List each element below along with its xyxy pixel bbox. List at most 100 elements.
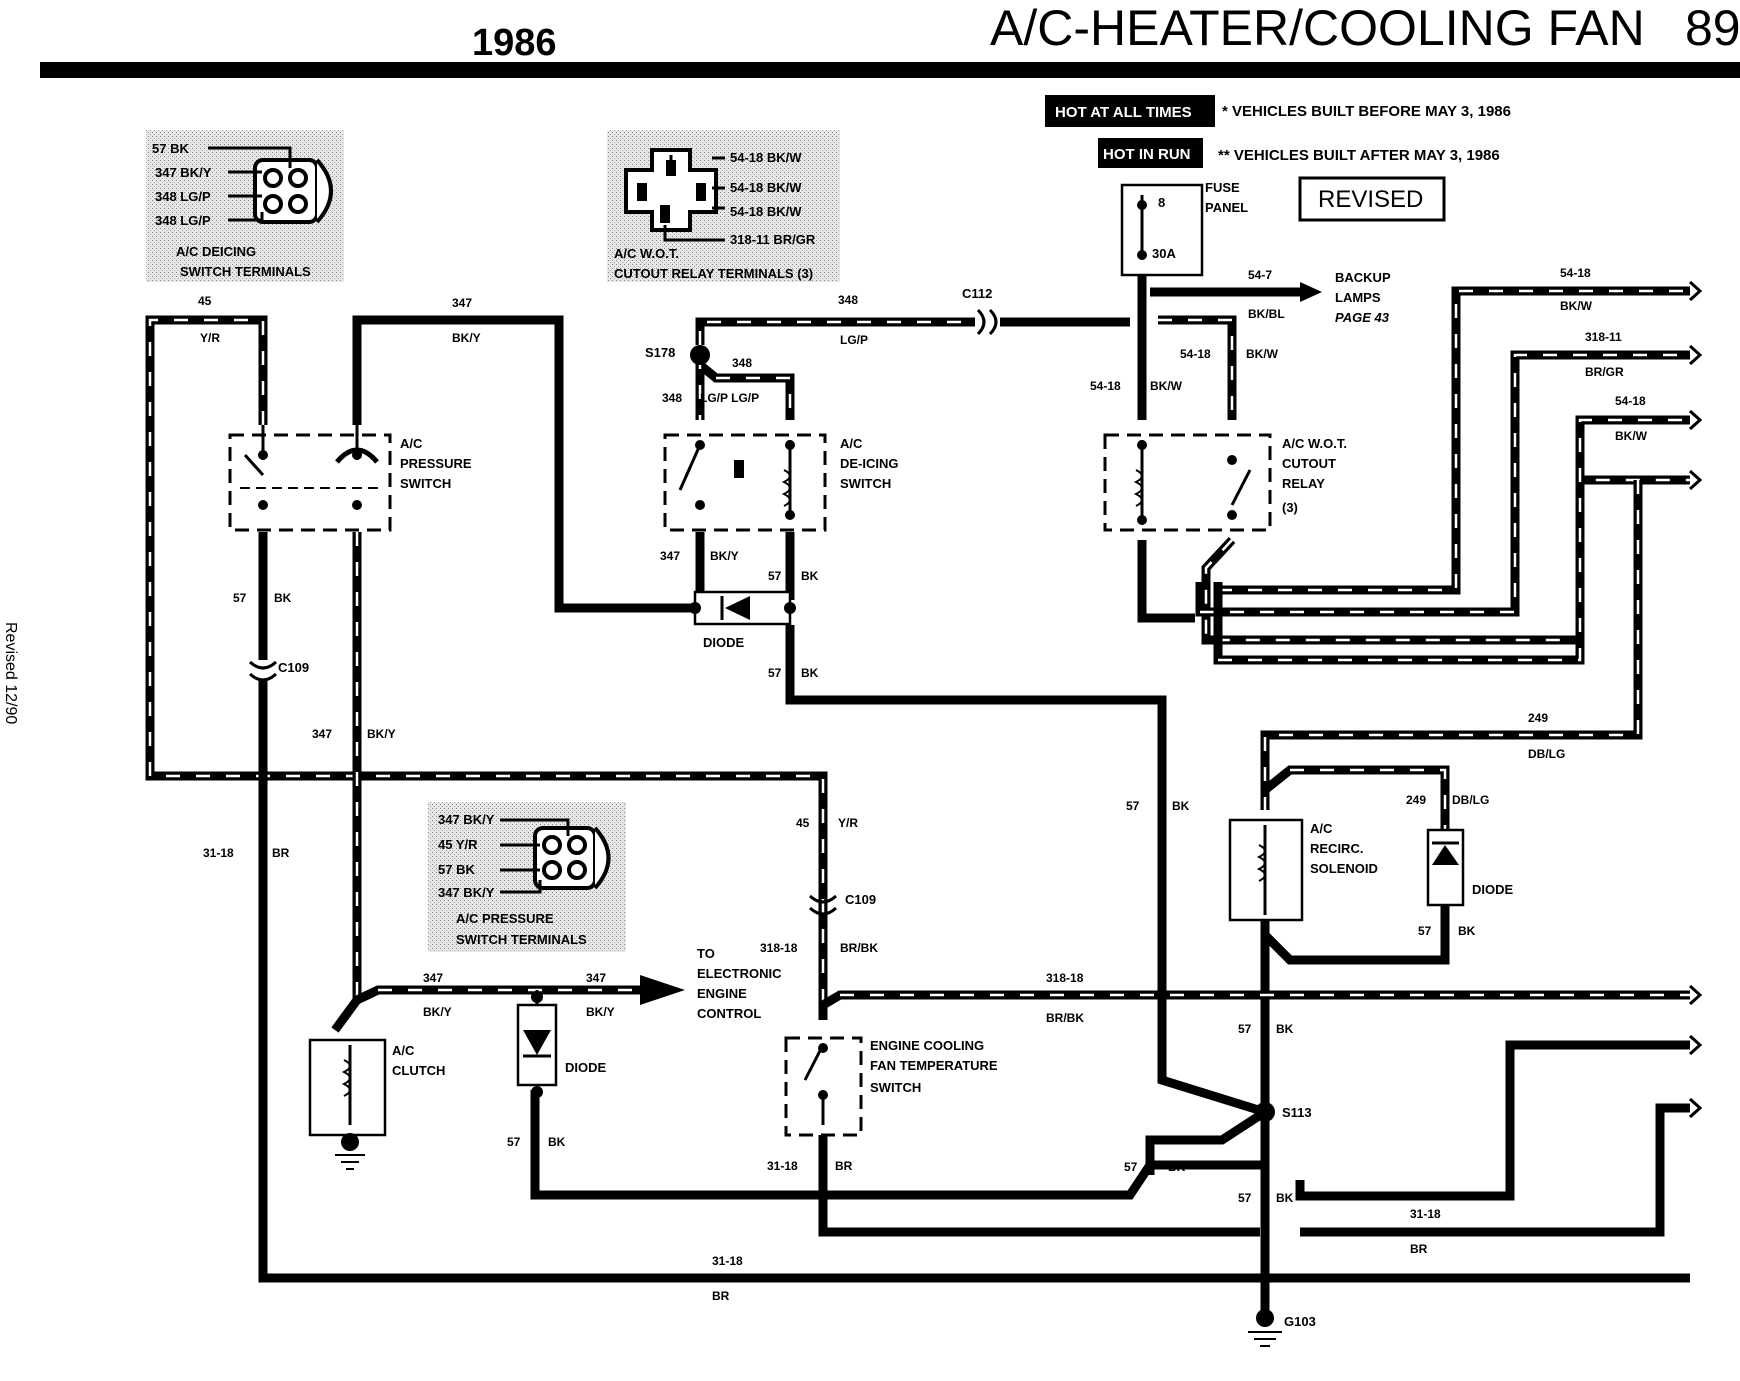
eec-label-3: ENGINE <box>697 986 747 1001</box>
wire-347-top <box>352 315 695 613</box>
relay-label-3: RELAY <box>1282 476 1325 491</box>
wire-label: BK/Y <box>586 1005 615 1019</box>
deicing-switch-label-1: A/C <box>840 436 863 451</box>
wire-label: 348 <box>662 391 682 405</box>
diode-recirc-label: DIODE <box>1472 882 1514 897</box>
inset-relay-caption-2: CUTOUT RELAY TERMINALS (3) <box>614 266 813 281</box>
recirc-label-1: A/C <box>1310 821 1333 836</box>
backup-label-1: BACKUP <box>1335 270 1391 285</box>
wire-label: 54-7 <box>1248 268 1272 282</box>
wire-label: BK/W <box>1615 429 1648 443</box>
legend-hot-always: HOT AT ALL TIMES <box>1055 104 1192 121</box>
wire-label: 57 <box>1238 1191 1252 1205</box>
wire-31-18-fan <box>818 1130 1260 1237</box>
wire-label: 347 <box>423 971 443 985</box>
wire-57-s113 <box>1145 1108 1268 1175</box>
diode-clutch: DIODE <box>516 990 607 1098</box>
wire-label: BK/BL <box>1248 307 1285 321</box>
inset-relay-pin-4: 318-11 BR/GR <box>730 232 816 247</box>
wire-label: LG/P <box>840 333 868 347</box>
fuse-panel: 8 30A FUSE PANEL <box>1120 180 1248 277</box>
wire-label: 54-18 <box>1615 394 1646 408</box>
clutch-label-2: CLUTCH <box>392 1063 445 1078</box>
wire-label: 57 <box>1418 924 1432 938</box>
wire-348-lgp <box>695 317 975 345</box>
backup-label-3: PAGE 43 <box>1335 310 1390 325</box>
wire-label: 347 <box>312 727 332 741</box>
wire-label: 57 <box>233 591 247 605</box>
wire-label: 249 <box>1406 793 1426 807</box>
wire-label: 318-18 <box>1046 971 1084 985</box>
wire-label: DB/LG <box>1528 747 1565 761</box>
wire-label: 348 <box>732 356 752 370</box>
fan-switch-label-1: ENGINE COOLING <box>870 1038 984 1053</box>
wire-label: BK <box>1276 1022 1294 1036</box>
wire-label: BK <box>548 1135 566 1149</box>
wire-label: 347 <box>452 296 472 310</box>
wire-label: BK/W <box>1246 347 1279 361</box>
wire-57-diode <box>785 625 1267 1117</box>
eec-label-1: TO <box>697 946 715 961</box>
fuse-rating: 30A <box>1152 246 1176 261</box>
wire-label: BK/Y <box>423 1005 452 1019</box>
ground-g103: G103 <box>1248 1309 1316 1347</box>
wire-label: 57 <box>1238 1022 1252 1036</box>
wire-label: BK/W <box>1560 299 1593 313</box>
legend-note-before: * VEHICLES BUILT BEFORE MAY 3, 1986 <box>1222 103 1511 120</box>
fan-switch-label-3: SWITCH <box>870 1080 921 1095</box>
revised-stamp <box>1298 176 1446 222</box>
inset-relay-caption-1: A/C W.O.T. <box>614 246 679 261</box>
wire-label: BK <box>1168 1160 1186 1174</box>
header-title: A/C-HEATER/COOLING FAN <box>990 0 1645 56</box>
wire-label: 45 <box>796 816 810 830</box>
ac-clutch: A/C CLUTCH <box>308 1038 445 1170</box>
wire-label: 31-18 <box>1410 1207 1441 1221</box>
wire-label: BK/W <box>1150 379 1183 393</box>
wire-label: BR/BK <box>840 941 878 955</box>
wire-label: 57 <box>1126 799 1140 813</box>
legend-hot-run-box <box>1098 138 1203 168</box>
wire-label: 57 <box>768 569 782 583</box>
engine-cooling-fan-temp-switch: ENGINE COOLING FAN TEMPERATURE SWITCH <box>784 1036 998 1137</box>
inset-relay-pin-3: 54-18 BK/W <box>730 204 802 219</box>
wire-label: Y/R <box>838 816 858 830</box>
inset-pressure-pin-4: 347 BK/Y <box>438 885 495 900</box>
connector-c109-left: C109 <box>248 660 309 682</box>
wire-label: 57 <box>768 666 782 680</box>
wire-label: 31-18 <box>712 1254 743 1268</box>
inset-deicing-terminals: 57 BK 347 BK/Y 348 LG/P 348 LG/P A/C DEI… <box>146 130 344 282</box>
clutch-label-1: A/C <box>392 1043 415 1058</box>
g103-label: G103 <box>1284 1314 1316 1329</box>
wire-label: DB/LG <box>1452 793 1489 807</box>
inset-pressure-pin-2: 45 Y/R <box>438 837 478 852</box>
fuse-number: 8 <box>1158 195 1165 210</box>
inset-deicing-pin-2: 347 BK/Y <box>155 165 212 180</box>
inset-deicing-pin-1: 57 BK <box>152 141 189 156</box>
diode-top-label: DIODE <box>703 635 745 650</box>
wire-label: BK/Y <box>452 331 481 345</box>
revised-stamp-label: REVISED <box>1318 186 1423 213</box>
wire-label: 45 <box>198 294 212 308</box>
inset-pressure-caption-2: SWITCH TERMINALS <box>456 932 587 947</box>
c109-right-label: C109 <box>845 892 876 907</box>
wire-label: BK <box>801 569 819 583</box>
wire-labels: 45 Y/R 347 BK/Y 348 LG/P 348 348 LG/P LG… <box>198 266 1648 1303</box>
diode-clutch-label: DIODE <box>565 1060 607 1075</box>
wire-label: Y/R <box>200 331 220 345</box>
inset-relay-pin-2: 54-18 BK/W <box>730 180 802 195</box>
wire-label: BK <box>801 666 819 680</box>
inset-relay-pin-1: 54-18 BK/W <box>730 150 802 165</box>
wire-31-18-right <box>1300 1103 1690 1237</box>
wire-label: 347 <box>660 549 680 563</box>
header-year: 1986 <box>472 22 557 64</box>
fuse-panel-label-2: PANEL <box>1205 200 1248 215</box>
wire-end-terminals <box>1688 280 1703 1119</box>
inset-pressure-terminals: 347 BK/Y 45 Y/R 57 BK 347 BK/Y A/C PRESS… <box>428 802 626 952</box>
eec-connector: TO ELECTRONIC ENGINE CONTROL <box>640 946 782 1021</box>
fuse-panel-label-1: FUSE <box>1205 180 1240 195</box>
inset-deicing-pin-3: 348 LG/P <box>155 189 211 204</box>
wire-label: BR <box>1410 1242 1428 1256</box>
wire-318-18 <box>818 990 1690 1020</box>
